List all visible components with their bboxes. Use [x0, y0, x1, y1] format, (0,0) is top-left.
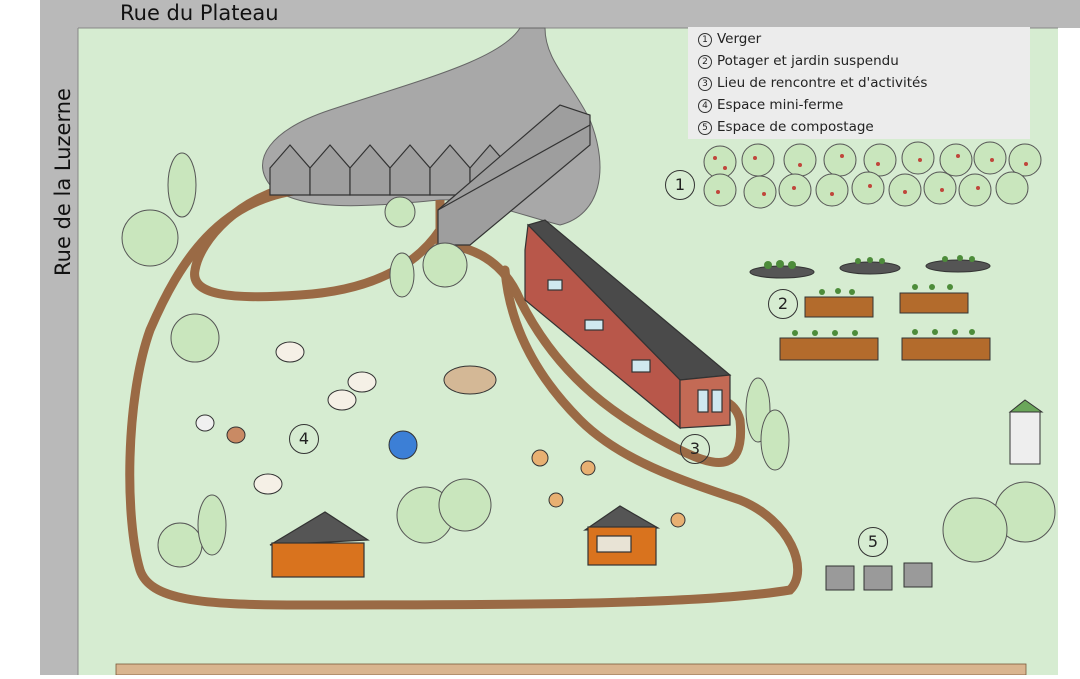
legend-number: 4: [698, 99, 712, 113]
shed-left: [269, 511, 370, 578]
trees: [121, 152, 1056, 568]
legend-item: 3 Lieu de rencontre et d'activités: [698, 75, 927, 91]
legend-label: Potager et jardin suspendu: [717, 53, 899, 69]
legend-number: 2: [698, 55, 712, 69]
street-label-left: Rue de la Luzerne: [51, 88, 75, 276]
zone-marker-garden: 2: [768, 289, 798, 319]
legend-label: Lieu de rencontre et d'activités: [717, 75, 928, 91]
meeting-building: [524, 219, 732, 430]
legend-label: Verger: [717, 31, 762, 47]
orchard-fruit: [713, 154, 1028, 196]
legend-label: Espace de compostage: [717, 119, 874, 135]
zone-marker-orchard: 1: [665, 170, 695, 200]
street-label-top: Rue du Plateau: [120, 1, 279, 25]
chicken-coop: [582, 505, 661, 566]
street-left-road: [40, 0, 78, 675]
zone-marker-farm: 4: [289, 424, 319, 454]
zone-marker-meeting: 3: [680, 434, 710, 464]
compost-bins: [825, 562, 933, 591]
tool-shed: [1008, 399, 1044, 465]
animals: [195, 341, 686, 528]
path-building-loop: [445, 240, 746, 467]
path-main-loop: [125, 185, 803, 610]
legend-number: 1: [698, 33, 712, 47]
legend-item: 1 Verger: [698, 31, 761, 47]
legend-number: 3: [698, 77, 712, 91]
legend-label: Espace mini-ferme: [717, 97, 844, 113]
vegetable-plants: [764, 255, 975, 336]
greenhouses: [269, 104, 591, 246]
orchard-trees: [703, 141, 1042, 209]
fence: [115, 663, 1027, 676]
legend-item: 2 Potager et jardin suspendu: [698, 53, 899, 69]
legend-number: 5: [698, 121, 712, 135]
legend-item: 5 Espace de compostage: [698, 119, 874, 135]
legend-item: 4 Espace mini-ferme: [698, 97, 843, 113]
street-top-road: [40, 0, 1080, 28]
zone-marker-compost: 5: [858, 527, 888, 557]
map-legend: 1 Verger 2 Potager et jardin suspendu 3 Lie…: [688, 27, 1030, 139]
vegetable-beds: [749, 259, 991, 361]
